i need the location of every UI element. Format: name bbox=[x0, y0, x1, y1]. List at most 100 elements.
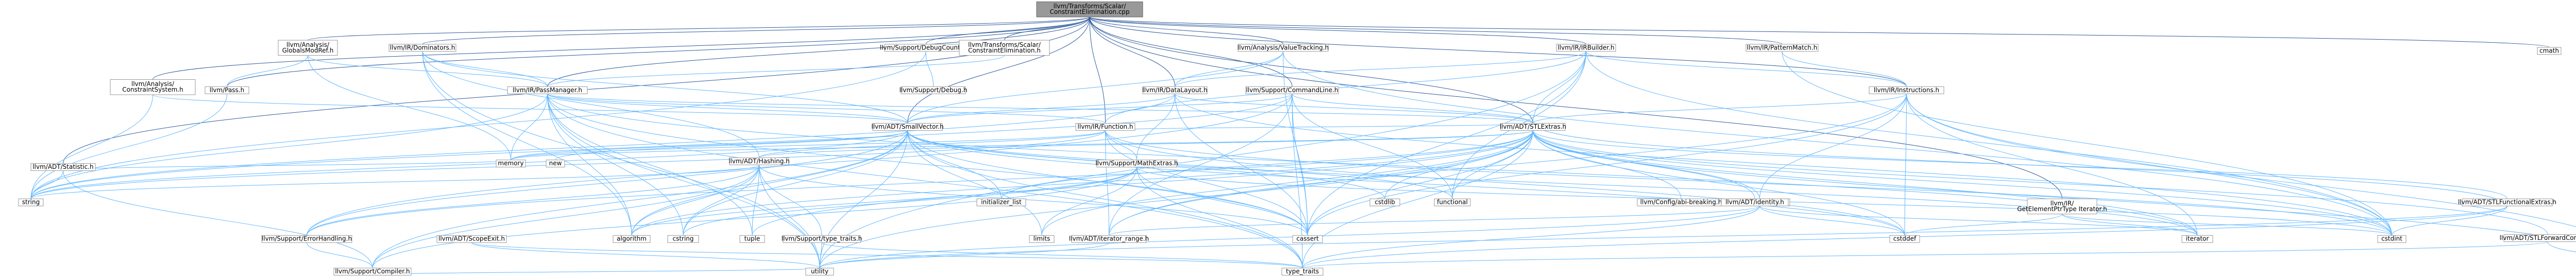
node-label[interactable]: llvm/ADT/Hashing.h bbox=[728, 158, 790, 165]
node-instructions[interactable]: llvm/IR/Instructions.h bbox=[1869, 86, 1944, 94]
edge-smallvector-to-type_traits_sys bbox=[907, 130, 1303, 268]
node-valuetracking[interactable]: llvm/Analysis/ValueTracking.h bbox=[1238, 44, 1329, 52]
edge-stlforwardcompat-to-type_traits_sys bbox=[1302, 241, 2548, 269]
node-label[interactable]: llvm/IR/PassManager.h bbox=[513, 86, 582, 94]
edge-root-to-getelementptrtypeiterator bbox=[1089, 16, 2062, 199]
node-box bbox=[1500, 123, 1566, 131]
node-label: llvm/Support/ErrorHandling.h bbox=[262, 235, 352, 243]
edge-stlextras-to-algorithm bbox=[631, 130, 1533, 236]
node-mathextras[interactable]: llvm/Support/MathExtras.h bbox=[1095, 160, 1178, 168]
edge-commandline-to-smallvector bbox=[907, 93, 1293, 124]
edge-root-to-stlextras bbox=[1089, 16, 1533, 124]
node-label: cstddef bbox=[1893, 235, 1917, 243]
node-box bbox=[2027, 198, 2097, 215]
node-box bbox=[729, 157, 789, 165]
node-box bbox=[1889, 235, 1920, 243]
edge-ir_function-to-cstdint bbox=[1105, 130, 2392, 236]
node-dominators[interactable]: llvm/IR/Dominators.h bbox=[388, 44, 456, 52]
node-label[interactable]: llvm/Analysis/ValueTracking.h bbox=[1238, 44, 1329, 51]
node-globalsmodref[interactable]: llvm/Analysis/GlobalsModRef.h bbox=[278, 40, 338, 56]
edge-irbuilder-to-stlextras bbox=[1533, 51, 1586, 124]
edge-root-to-datalayout bbox=[1089, 16, 1175, 87]
edge-root-to-ir_function bbox=[1089, 16, 1106, 124]
node-label[interactable]: llvm/Support/DebugCounter.h bbox=[880, 44, 972, 51]
node-box bbox=[1238, 44, 1329, 52]
node-box bbox=[1745, 44, 1819, 52]
edge-ir_function-to-memory bbox=[511, 130, 1106, 161]
edge-stlextras-to-cassert bbox=[1307, 130, 1533, 236]
node-box bbox=[739, 235, 765, 243]
node-datalayout[interactable]: llvm/IR/DataLayout.h bbox=[1142, 86, 1208, 94]
node-cstdint: cstdint bbox=[2377, 235, 2406, 243]
node-utility: utility bbox=[805, 268, 834, 276]
node-statistic[interactable]: llvm/ADT/Statistic.h bbox=[30, 163, 96, 171]
node-cstdlib: cstdlib bbox=[1369, 199, 1400, 206]
node-cmath: cmath bbox=[2537, 47, 2562, 55]
node-layer: llvm/Transforms/Scalar/ConstraintElimina… bbox=[18, 1, 2576, 276]
node-label[interactable]: llvm/Support/MathExtras.h bbox=[1095, 160, 1178, 167]
node-box bbox=[30, 163, 96, 171]
node-label: llvm/ADT/SmallVector.h bbox=[871, 123, 943, 130]
node-box bbox=[872, 123, 943, 131]
node-label[interactable]: llvm/IR/PatternMatch.h bbox=[1747, 44, 1818, 51]
edge-instructions-to-iterator_sys bbox=[1906, 94, 2198, 236]
edge-iterator_h-to-utility bbox=[819, 205, 1760, 268]
node-box bbox=[1292, 235, 1323, 243]
node-root: llvm/Transforms/Scalar/ConstraintElimina… bbox=[1036, 1, 1143, 18]
node-label: llvm/Transforms/Scalar/ConstraintElimina… bbox=[1049, 3, 1129, 15]
edge-mathextras-to-cassert bbox=[1137, 167, 1308, 236]
edge-instructions-to-iterator_range bbox=[1109, 94, 1907, 236]
edge-passmanager-to-string bbox=[30, 94, 548, 199]
node-box bbox=[976, 198, 1026, 206]
edge-patternmatch-to-instructions bbox=[1782, 51, 1907, 87]
node-label[interactable]: llvm/IR/IRBuilder.h bbox=[1557, 44, 1614, 51]
edge-hashing-to-typetraits_h bbox=[759, 165, 822, 236]
edge-root-to-patternmatch bbox=[1089, 16, 1783, 45]
node-label[interactable]: llvm/Support/CommandLine.h bbox=[1246, 86, 1338, 94]
node-box bbox=[205, 86, 249, 94]
node-box bbox=[1556, 44, 1616, 52]
node-compiler[interactable]: llvm/Support/Compiler.h bbox=[333, 268, 412, 276]
node-label[interactable]: llvm/Analysis/ConstraintSystem.h bbox=[122, 80, 183, 93]
node-ir_function[interactable]: llvm/IR/Function.h bbox=[1075, 123, 1136, 131]
edge-smallvector-to-algorithm bbox=[631, 130, 908, 236]
node-label[interactable]: llvm/IR/DataLayout.h bbox=[1142, 86, 1207, 94]
node-irbuilder[interactable]: llvm/IR/IRBuilder.h bbox=[1556, 44, 1616, 52]
node-hashing[interactable]: llvm/ADT/Hashing.h bbox=[728, 158, 790, 165]
node-label[interactable]: llvm/IR/GetElementPtrType Iterator.h bbox=[2017, 200, 2107, 213]
edge-smallvector-to-new bbox=[555, 130, 908, 161]
node-label: new bbox=[549, 160, 562, 167]
edge-irbuilder-to-cassert bbox=[1307, 51, 1586, 236]
node-label[interactable]: llvm/IR/Function.h bbox=[1078, 123, 1133, 130]
edge-iterator_h-to-iterator_sys bbox=[1759, 205, 2198, 236]
edge-hashing-to-utility bbox=[759, 165, 820, 268]
node-label[interactable]: llvm/Analysis/GlobalsModRef.h bbox=[282, 41, 334, 54]
node-label[interactable]: llvm/IR/Instructions.h bbox=[1874, 86, 1939, 94]
node-label[interactable]: llvm/IR/Dominators.h bbox=[390, 44, 455, 51]
edge-commandline-to-string bbox=[30, 94, 1293, 199]
node-support_debug: llvm/Support/Debug.h bbox=[900, 86, 967, 94]
edge-stlforwardcompat-to-optional bbox=[2547, 241, 2576, 252]
node-box bbox=[1029, 235, 1055, 243]
node-getelementptrtypeiterator[interactable]: llvm/IR/GetElementPtrType Iterator.h bbox=[2017, 198, 2107, 215]
node-box bbox=[2377, 235, 2406, 243]
edge-constraintsystem-to-string bbox=[30, 94, 153, 199]
node-label[interactable]: llvm/Support/Compiler.h bbox=[335, 268, 410, 275]
node-debugcounter[interactable]: llvm/Support/DebugCounter.h bbox=[880, 44, 972, 52]
node-iterator_sys: iterator bbox=[2181, 235, 2213, 243]
node-label[interactable]: llvm/Pass.h bbox=[210, 86, 244, 94]
edge-stlextras-to-stlforwardcompat bbox=[1533, 130, 2548, 235]
edge-smallvector-to-limits bbox=[907, 130, 1042, 236]
node-type_traits_sys: type_traits bbox=[1281, 268, 1324, 276]
node-pass[interactable]: llvm/Pass.h bbox=[205, 86, 249, 94]
node-passmanager[interactable]: llvm/IR/PassManager.h bbox=[507, 86, 588, 94]
node-commandline[interactable]: llvm/Support/CommandLine.h bbox=[1245, 86, 1339, 94]
edge-instructions-to-cstddef bbox=[1904, 94, 1907, 236]
node-constraintsystem[interactable]: llvm/Analysis/ConstraintSystem.h bbox=[110, 79, 196, 95]
node-label[interactable]: llvm/ADT/Statistic.h bbox=[32, 163, 93, 170]
node-patternmatch[interactable]: llvm/IR/PatternMatch.h bbox=[1745, 44, 1819, 52]
node-label: algorithm bbox=[617, 235, 647, 243]
node-box bbox=[1245, 86, 1339, 94]
node-box bbox=[1721, 198, 1789, 206]
edge-pass-to-string bbox=[30, 94, 227, 199]
